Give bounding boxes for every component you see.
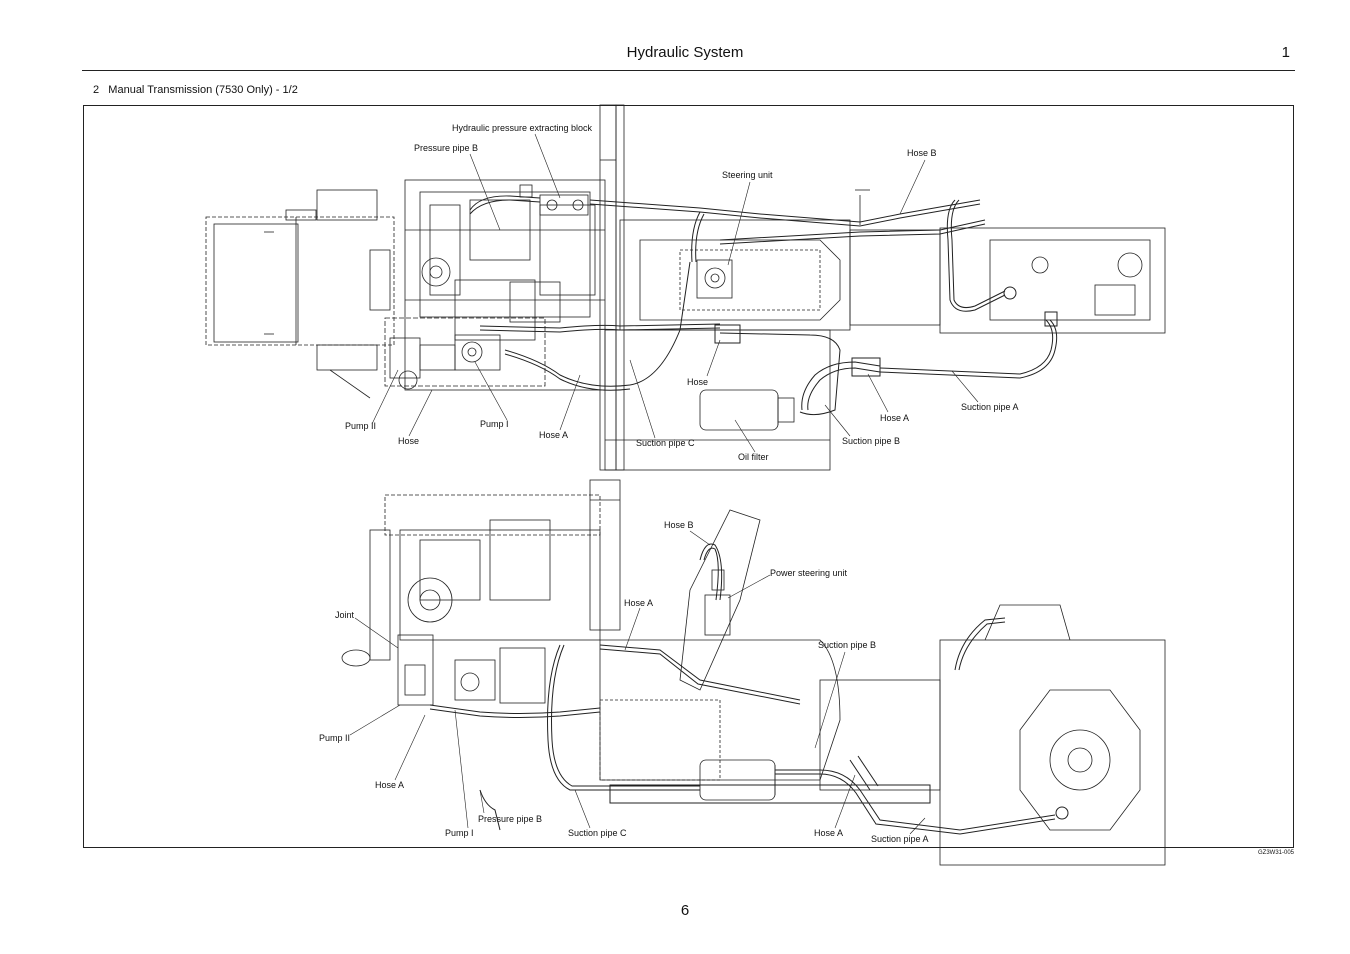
label-hose-a-left-lower: Hose A bbox=[375, 780, 405, 790]
upper-transmission bbox=[604, 189, 1166, 471]
label-suction-pipe-b-upper: Suction pipe B bbox=[842, 436, 901, 446]
label-hose-b-lower: Hose B bbox=[664, 520, 694, 530]
label-suction-pipe-a-lower: Suction pipe A bbox=[871, 834, 929, 844]
label-hose-mid-upper: Hose bbox=[687, 377, 709, 387]
label-pump-i-lower: Pump I bbox=[445, 828, 474, 838]
section-title: Manual Transmission (7530 Only) - 1/2 bbox=[108, 84, 298, 96]
label-pump-i-upper: Pump I bbox=[480, 419, 509, 429]
label-suction-pipe-c-upper: Suction pipe C bbox=[636, 438, 695, 448]
label-suction-pipe-a-upper: Suction pipe A bbox=[961, 402, 1019, 412]
header-rule bbox=[82, 70, 1295, 71]
label-hose-a-right-upper: Hose A bbox=[880, 413, 910, 423]
label-hose-a-left-upper: Hose A bbox=[539, 430, 569, 440]
label-suction-pipe-b-lower: Suction pipe B bbox=[818, 640, 877, 650]
page-number: 6 bbox=[680, 902, 690, 919]
label-pressure-pipe-b-upper: Pressure pipe B bbox=[414, 143, 479, 153]
label-joint: Joint bbox=[335, 610, 355, 620]
label-hose-a-bottom-lower: Hose A bbox=[814, 828, 844, 838]
lower-transmission bbox=[599, 604, 1166, 866]
section-heading: 2 Manual Transmission (7530 Only) - 1/2 bbox=[93, 84, 298, 96]
label-power-steering-unit: Power steering unit bbox=[770, 568, 848, 578]
label-pump-ii-lower: Pump II bbox=[319, 733, 351, 743]
lower-view bbox=[341, 479, 1166, 866]
diagram-frame bbox=[83, 105, 1294, 848]
upper-view bbox=[205, 104, 1166, 471]
lower-leaders bbox=[349, 530, 926, 835]
label-steering-unit: Steering unit bbox=[722, 170, 773, 180]
label-pressure-pipe-b-lower: Pressure pipe B bbox=[478, 814, 543, 824]
lower-pumps bbox=[397, 634, 546, 706]
upper-engine bbox=[369, 179, 606, 391]
label-hose-b-upper: Hose B bbox=[907, 148, 937, 158]
upper-pipes bbox=[469, 195, 1058, 416]
label-pump-ii-upper: Pump II bbox=[345, 421, 377, 431]
upper-pumps bbox=[384, 317, 546, 390]
upper-steering-unit bbox=[696, 259, 733, 299]
front-frame bbox=[205, 189, 395, 399]
upper-leaders bbox=[371, 133, 979, 453]
section-number: 2 bbox=[93, 84, 100, 96]
page-title: Hydraulic System bbox=[626, 44, 744, 61]
label-hose-left-upper: Hose bbox=[398, 436, 420, 446]
label-oil-filter: Oil filter bbox=[738, 452, 769, 462]
label-hydraulic-pressure-extracting-block: Hydraulic pressure extracting block bbox=[452, 123, 593, 133]
upper-center-post bbox=[599, 104, 625, 471]
figure-code: GZ3W31-005 bbox=[1257, 850, 1294, 856]
lower-engine bbox=[341, 479, 621, 667]
lower-pipes bbox=[429, 543, 1069, 835]
chapter-number: 1 bbox=[1281, 44, 1290, 61]
label-suction-pipe-c-lower: Suction pipe C bbox=[568, 828, 627, 838]
upper-oil-filter bbox=[699, 389, 795, 431]
label-hose-a-top-lower: Hose A bbox=[624, 598, 654, 608]
